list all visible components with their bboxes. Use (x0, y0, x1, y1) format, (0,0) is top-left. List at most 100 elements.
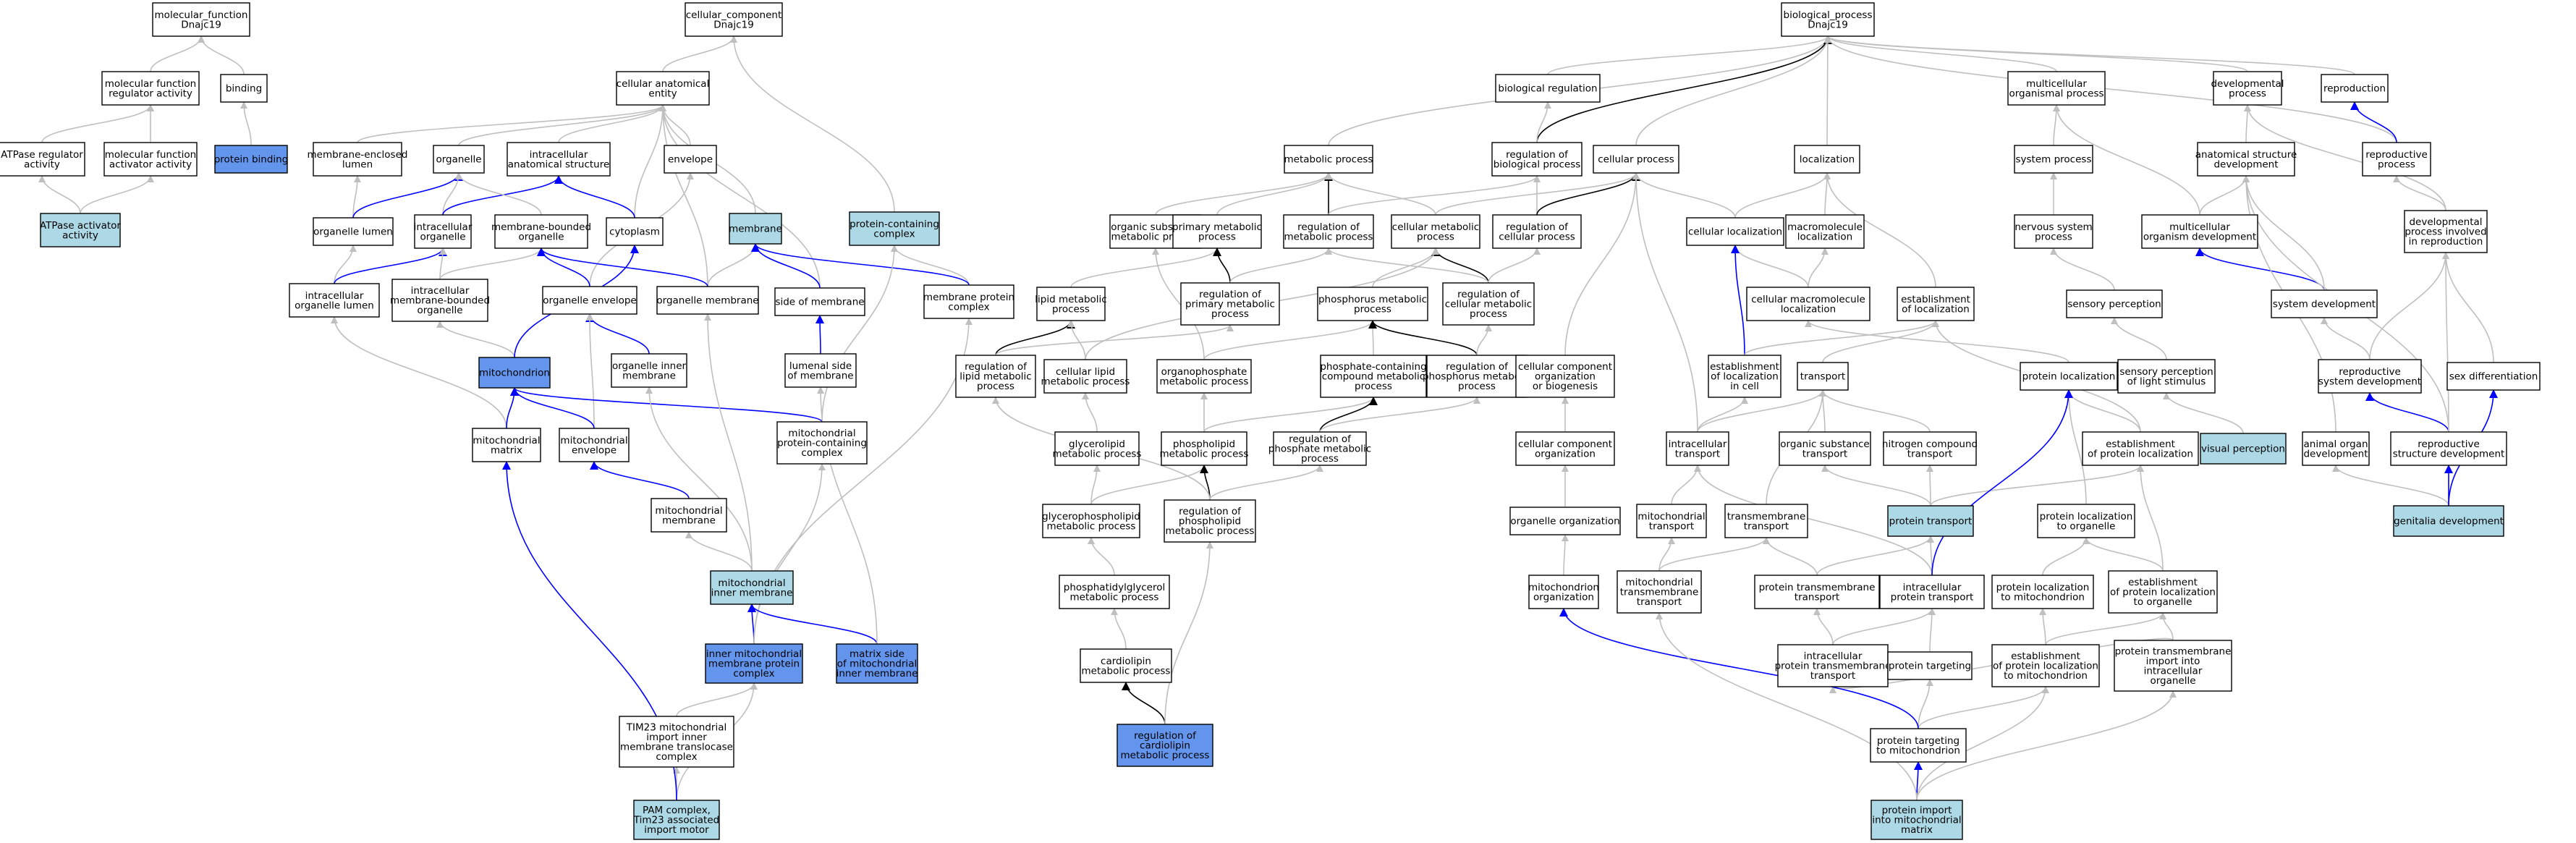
go-term-binding[interactable]: binding (220, 74, 268, 103)
go-term-sysproc[interactable]: system process (2014, 145, 2093, 174)
go-term-visperc[interactable]: visual perception (2200, 433, 2287, 465)
go-term-mito[interactable]: mitochondrion (478, 357, 551, 389)
go-term-transport[interactable]: transport (1797, 362, 1849, 391)
go-term-sexdiff[interactable]: sex differentiation (2446, 362, 2541, 391)
go-term-orgenv[interactable]: organelle envelope (542, 286, 637, 315)
go-term-ptarg[interactable]: protein targeting (1887, 651, 1973, 680)
go-term-sysdev[interactable]: system development (2271, 289, 2378, 318)
go-term-repro[interactable]: reproduction (2321, 74, 2389, 103)
go-term-organelle[interactable]: organelle (433, 145, 485, 174)
go-term-sensp[interactable]: sensory perception (2066, 289, 2163, 318)
go-term-protloc[interactable]: protein localization (2020, 362, 2118, 391)
go-term-orgorg[interactable]: organelle organization (1509, 507, 1621, 535)
go-term-orglumen[interactable]: organelle lumen (313, 217, 394, 246)
go-term-local[interactable]: localization (1794, 145, 1860, 174)
go-term-gendev[interactable]: genitalia development (2393, 505, 2504, 537)
go-term-sidemem[interactable]: side of membrane (774, 287, 865, 316)
go-term-orgmem[interactable]: organelle membrane (656, 286, 759, 315)
go-term-bioreg[interactable]: biological regulation (1495, 74, 1601, 103)
go-term-metab[interactable]: metabolic process (1284, 145, 1373, 174)
go-term-envelope[interactable]: envelope (664, 145, 717, 174)
go-term-membrane[interactable]: membrane (729, 213, 782, 245)
go-term-prottrans[interactable]: protein transport (1887, 505, 1974, 537)
go-term-cellproc[interactable]: cellular process (1593, 145, 1679, 174)
go-term-cellloc[interactable]: cellular localization (1686, 217, 1784, 246)
go-term-protbind[interactable]: protein binding (214, 145, 289, 174)
